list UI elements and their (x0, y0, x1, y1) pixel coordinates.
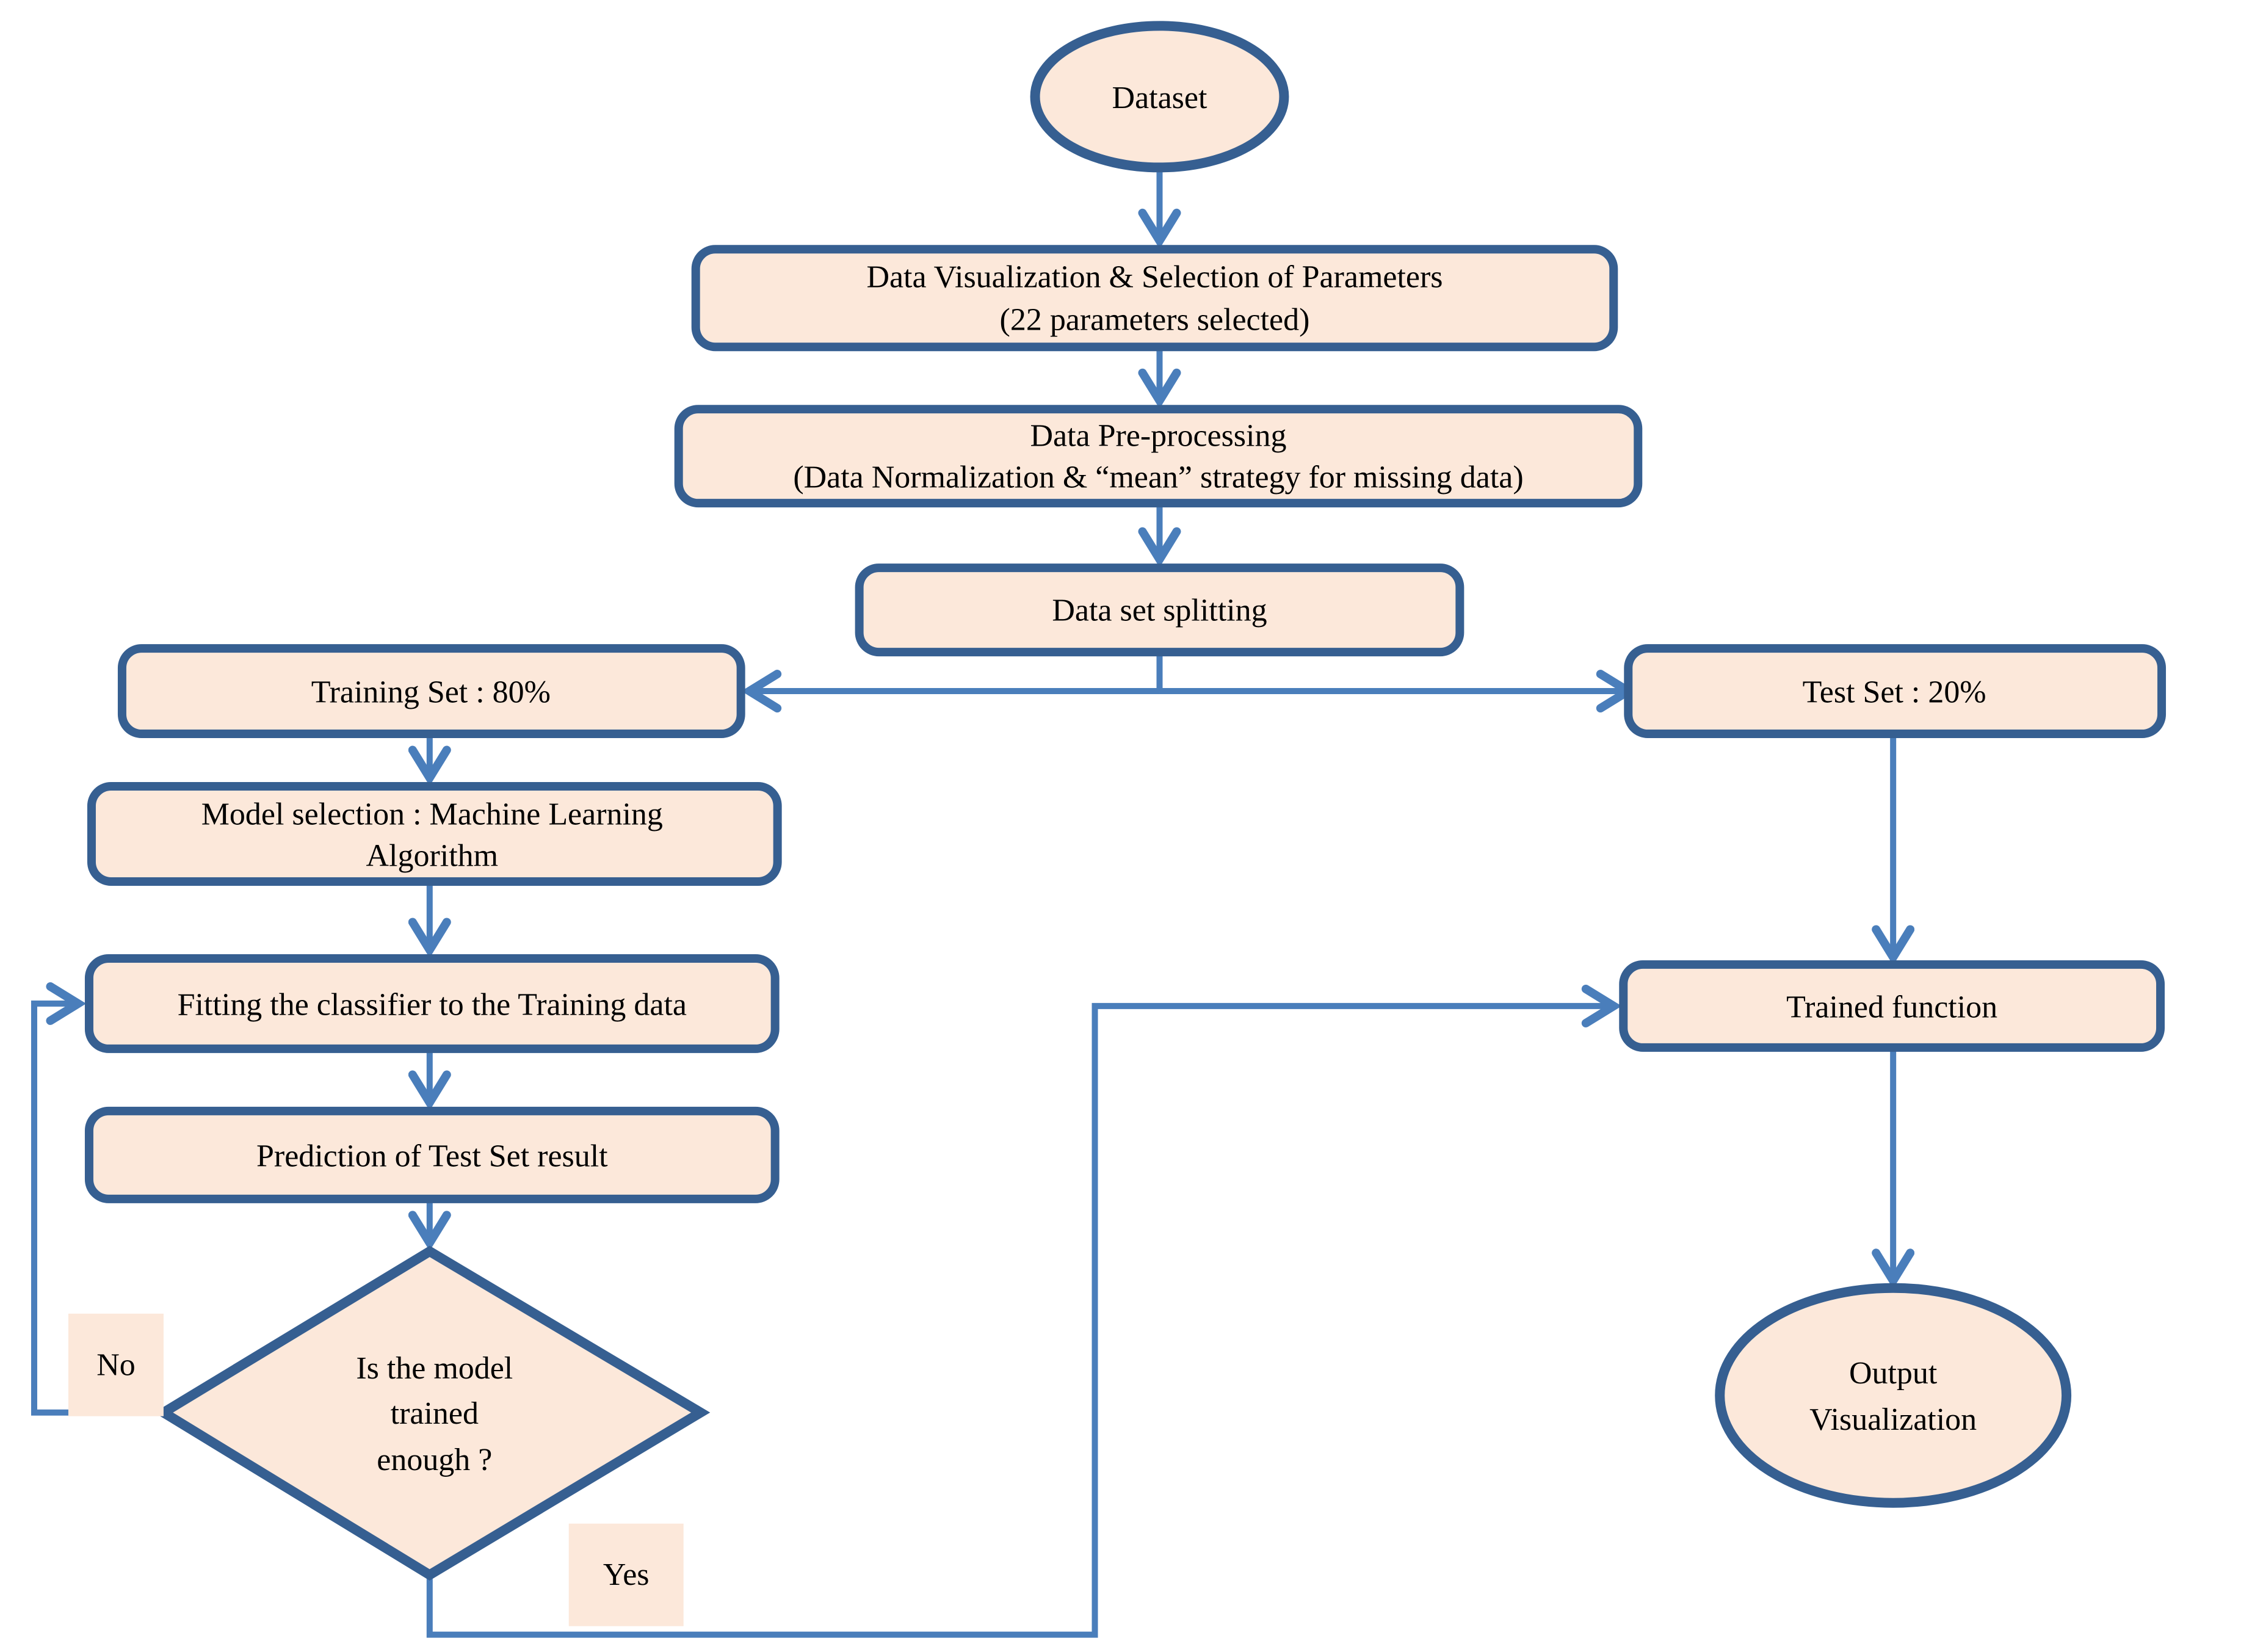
node-fitting-classifier: Fitting the classifier to the Training d… (84, 954, 780, 1053)
yes-label-bg (568, 1523, 684, 1626)
node-data-preprocessing: Data Pre-processing (Data Normalization … (674, 405, 1643, 508)
model-selection-box (87, 782, 782, 886)
data-visualization-box (691, 245, 1618, 352)
dataset-ellipse (1030, 21, 1289, 173)
decision-label-line1: Is the model (356, 1351, 513, 1386)
data-visualization-label-line2: (22 parameters selected) (1000, 303, 1310, 338)
output-visualization-label-line1: Output (1849, 1356, 1938, 1391)
training-set-box (117, 644, 745, 739)
output-visualization-ellipse (1715, 1283, 2072, 1508)
trained-function-label: Trained function (1786, 990, 1997, 1024)
yes-label: Yes (603, 1557, 650, 1592)
training-set-label: Training Set : 80% (311, 675, 551, 710)
decision-label-line3: enough ? (377, 1443, 492, 1477)
prediction-label: Prediction of Test Set result (256, 1139, 608, 1173)
node-data-visualization: Data Visualization & Selection of Parame… (691, 245, 1618, 352)
dataset-splitting-box (855, 563, 1464, 657)
arrow-decision-yes-to-trained-function (426, 984, 1622, 1638)
dataset-splitting-label: Data set splitting (1052, 593, 1267, 628)
dataset-label: Dataset (1112, 81, 1207, 115)
node-model-selection: Model selection : Machine Learning Algor… (87, 782, 782, 886)
node-test-set: Test Set : 20% (1624, 644, 2167, 739)
node-dataset-splitting: Data set splitting (855, 563, 1464, 657)
model-selection-label-line1: Model selection : Machine Learning (201, 797, 663, 832)
node-output-visualization: Output Visualization (1715, 1283, 2072, 1508)
fitting-classifier-label: Fitting the classifier to the Training d… (178, 987, 687, 1022)
no-label: No (96, 1347, 136, 1382)
decision-diamond-shape (154, 1245, 711, 1581)
data-visualization-label-line1: Data Visualization & Selection of Parame… (866, 260, 1443, 295)
test-set-label: Test Set : 20% (1803, 675, 1986, 710)
trained-function-box (1619, 960, 2165, 1052)
node-trained-function: Trained function (1619, 960, 2165, 1052)
decision-label-line2: trained (391, 1396, 479, 1431)
test-set-box (1624, 644, 2167, 739)
node-decision-diamond: Is the model trained enough ? (154, 1245, 711, 1581)
edge-label-yes: Yes (568, 1523, 684, 1626)
data-preprocessing-box (674, 405, 1643, 508)
prediction-box (84, 1106, 780, 1203)
output-visualization-label-line2: Visualization (1809, 1402, 1977, 1437)
edge-label-no: No (68, 1313, 164, 1416)
model-selection-label-line2: Algorithm (366, 838, 499, 873)
node-training-set: Training Set : 80% (117, 644, 745, 739)
fitting-classifier-box (84, 954, 780, 1053)
node-dataset: Dataset (1030, 21, 1289, 173)
no-label-bg (68, 1313, 164, 1416)
data-preprocessing-label-line2: (Data Normalization & “mean” strategy fo… (793, 460, 1523, 495)
data-preprocessing-label-line1: Data Pre-processing (1030, 419, 1287, 454)
node-prediction: Prediction of Test Set result (84, 1106, 780, 1203)
